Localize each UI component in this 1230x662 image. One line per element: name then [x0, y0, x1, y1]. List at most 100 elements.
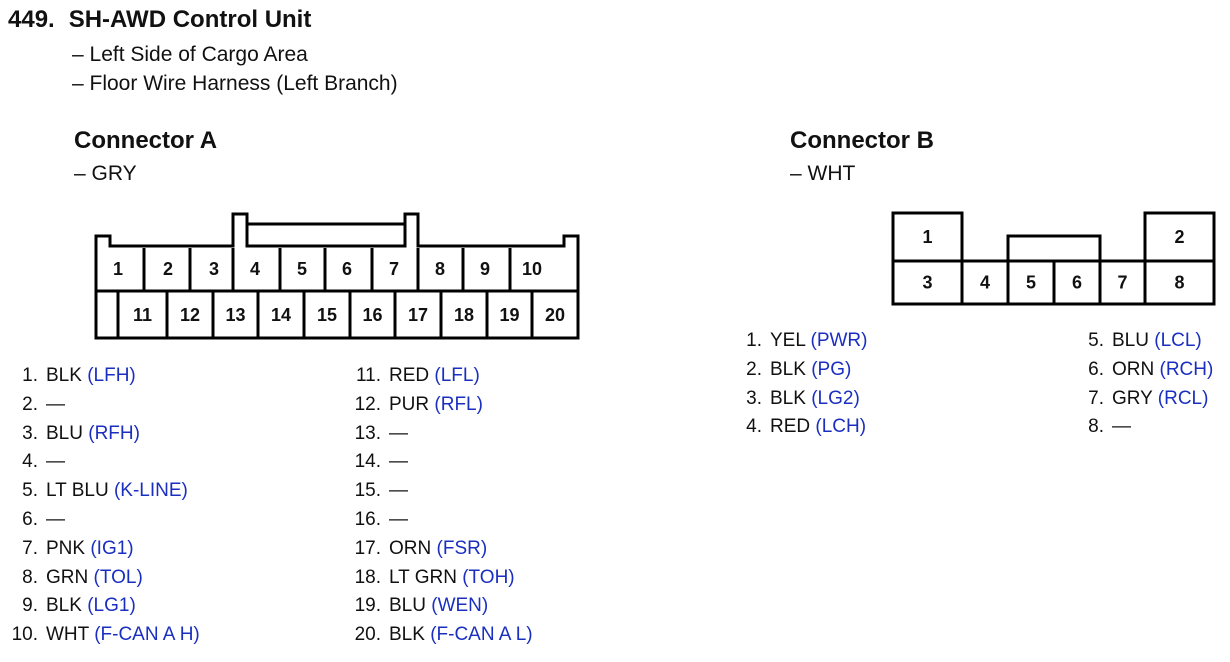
signal-name: (LG1) — [81, 595, 136, 617]
pin-entry: 6.— — [0, 506, 200, 535]
signal-name: (PG) — [805, 358, 852, 380]
pin-entry: 9. BLK (LG1) — [0, 592, 200, 621]
wire-color: — — [389, 508, 408, 530]
wire-color: — — [389, 480, 408, 502]
pin-number-label: 8 — [1174, 273, 1184, 293]
wire-color: ORN — [389, 537, 432, 559]
pin-number-label: 10 — [522, 259, 542, 279]
wire-color: LT BLU — [46, 480, 109, 502]
pin-entry: 6.ORN (RCH) — [1066, 356, 1213, 385]
pin-number-label: 16 — [362, 305, 382, 325]
pin-number-label: 19 — [499, 305, 519, 325]
pin-entry: 2. BLK (PG) — [724, 356, 867, 385]
pin-number: 4. — [746, 416, 762, 438]
connector-a-pinlist-col1: 1.BLK (LFH)2.—3.BLU (RFH)4.—5.LT BLU (K-… — [0, 362, 200, 650]
pin-entry: 4.— — [0, 448, 200, 477]
wire-color: ORN — [1112, 358, 1155, 380]
signal-name: (LCH) — [810, 416, 867, 438]
signal-name: (LCL) — [1148, 330, 1202, 351]
connector-b-pinlist-col1: 1.YEL (PWR)2.BLK (PG)3.BLK (LG2)4.RED (L… — [724, 327, 867, 442]
pin-number: 3. — [22, 422, 38, 444]
pin-number: 3. — [746, 387, 762, 409]
pin-entry: 7.GRY (RCL) — [1066, 385, 1213, 414]
pin-number-label: 2 — [1174, 227, 1184, 247]
pin-entry: 11.RED (LFL) — [343, 362, 533, 391]
pin-number: 20. — [354, 624, 381, 646]
wire-color: GRY — [1112, 387, 1153, 409]
pin-entry: 3. BLU (RFH) — [0, 420, 200, 449]
wire-color: BLK — [389, 624, 425, 646]
pin-number-label: 6 — [342, 259, 352, 279]
pin-number-label: 7 — [1117, 273, 1127, 293]
pin-number: 9. — [22, 595, 38, 617]
pin-number-label: 3 — [209, 259, 219, 279]
signal-name: (RFL) — [429, 393, 483, 415]
pin-entry: 12.PUR (RFL) — [343, 391, 533, 420]
signal-name: (LFH) — [81, 365, 136, 386]
connector-b-color: – WHT — [790, 162, 856, 185]
signal-name: (TOH) — [456, 566, 515, 588]
pin-number-label: 14 — [271, 305, 291, 325]
pin-entry: 16.— — [343, 506, 533, 535]
pin-number-label: 1 — [113, 259, 123, 279]
pin-number: 12. — [354, 393, 381, 415]
wire-color: GRN — [46, 566, 89, 588]
pin-number-label: 13 — [225, 305, 245, 325]
wire-color: BLU — [46, 422, 83, 444]
pin-number: 17. — [354, 537, 381, 559]
pin-number: 5. — [1088, 330, 1104, 351]
pin-number-label: 9 — [480, 259, 490, 279]
pin-number-label: 5 — [1026, 273, 1036, 293]
wire-color: — — [1112, 416, 1131, 438]
page-title: 449. SH-AWD Control Unit — [8, 6, 311, 34]
location-line-1: – Left Side of Cargo Area — [72, 43, 308, 66]
connector-b-title: Connector B — [790, 127, 934, 154]
wire-color: — — [389, 422, 408, 444]
wire-color: RED — [770, 416, 811, 438]
pin-entry: 18. LT GRN (TOH) — [343, 564, 533, 593]
pin-entry: 5.BLU (LCL) — [1066, 327, 1213, 356]
pin-number-label: 2 — [163, 259, 173, 279]
pin-number-label: 18 — [454, 305, 474, 325]
pin-number-label: 17 — [408, 305, 428, 325]
pin-number: 13. — [354, 422, 381, 444]
pin-number: 5. — [22, 480, 38, 502]
wire-color: LT GRN — [389, 566, 457, 588]
location-line-2: – Floor Wire Harness (Left Branch) — [72, 72, 398, 95]
wire-color: BLK — [46, 365, 82, 386]
pin-number: 8. — [1088, 416, 1104, 438]
pin-entry: 17. ORN (FSR) — [343, 535, 533, 564]
title-number: 449. — [8, 6, 55, 33]
pin-number: 8. — [22, 566, 38, 588]
title-name: SH-AWD Control Unit — [68, 6, 312, 33]
wire-color: RED — [389, 365, 430, 386]
signal-name: (RCL) — [1152, 387, 1209, 409]
pin-number: 2. — [746, 358, 762, 380]
pin-entry: 2.— — [0, 391, 200, 420]
wire-color: BLK — [46, 595, 82, 617]
signal-name: (PWR) — [805, 330, 868, 351]
pin-number-label: 11 — [133, 305, 152, 325]
pin-number: 18. — [354, 566, 381, 588]
pin-cavity — [1143, 259, 1216, 306]
pin-entry: 15. — — [343, 477, 533, 506]
wire-color: BLK — [770, 387, 806, 409]
pin-number: 15. — [354, 480, 381, 502]
wire-color: — — [389, 451, 408, 473]
signal-name: (LG2) — [805, 387, 860, 409]
pin-entry: 14.— — [343, 448, 533, 477]
signal-name: (WEN) — [425, 595, 489, 617]
pin-entry: 4. RED (LCH) — [724, 413, 867, 442]
signal-name: (TOL) — [88, 566, 143, 588]
pin-number-label: 3 — [922, 273, 932, 293]
signal-name: (RFH) — [82, 422, 140, 444]
pin-number-label: 6 — [1072, 273, 1082, 293]
signal-name: (FSR) — [431, 537, 488, 559]
connector-a-title: Connector A — [74, 127, 218, 154]
pin-entry: 10.WHT (F-CAN A H) — [0, 621, 200, 650]
wire-color: BLK — [770, 358, 806, 380]
pin-number: 6. — [22, 508, 38, 530]
pin-number-label: 5 — [297, 259, 307, 279]
